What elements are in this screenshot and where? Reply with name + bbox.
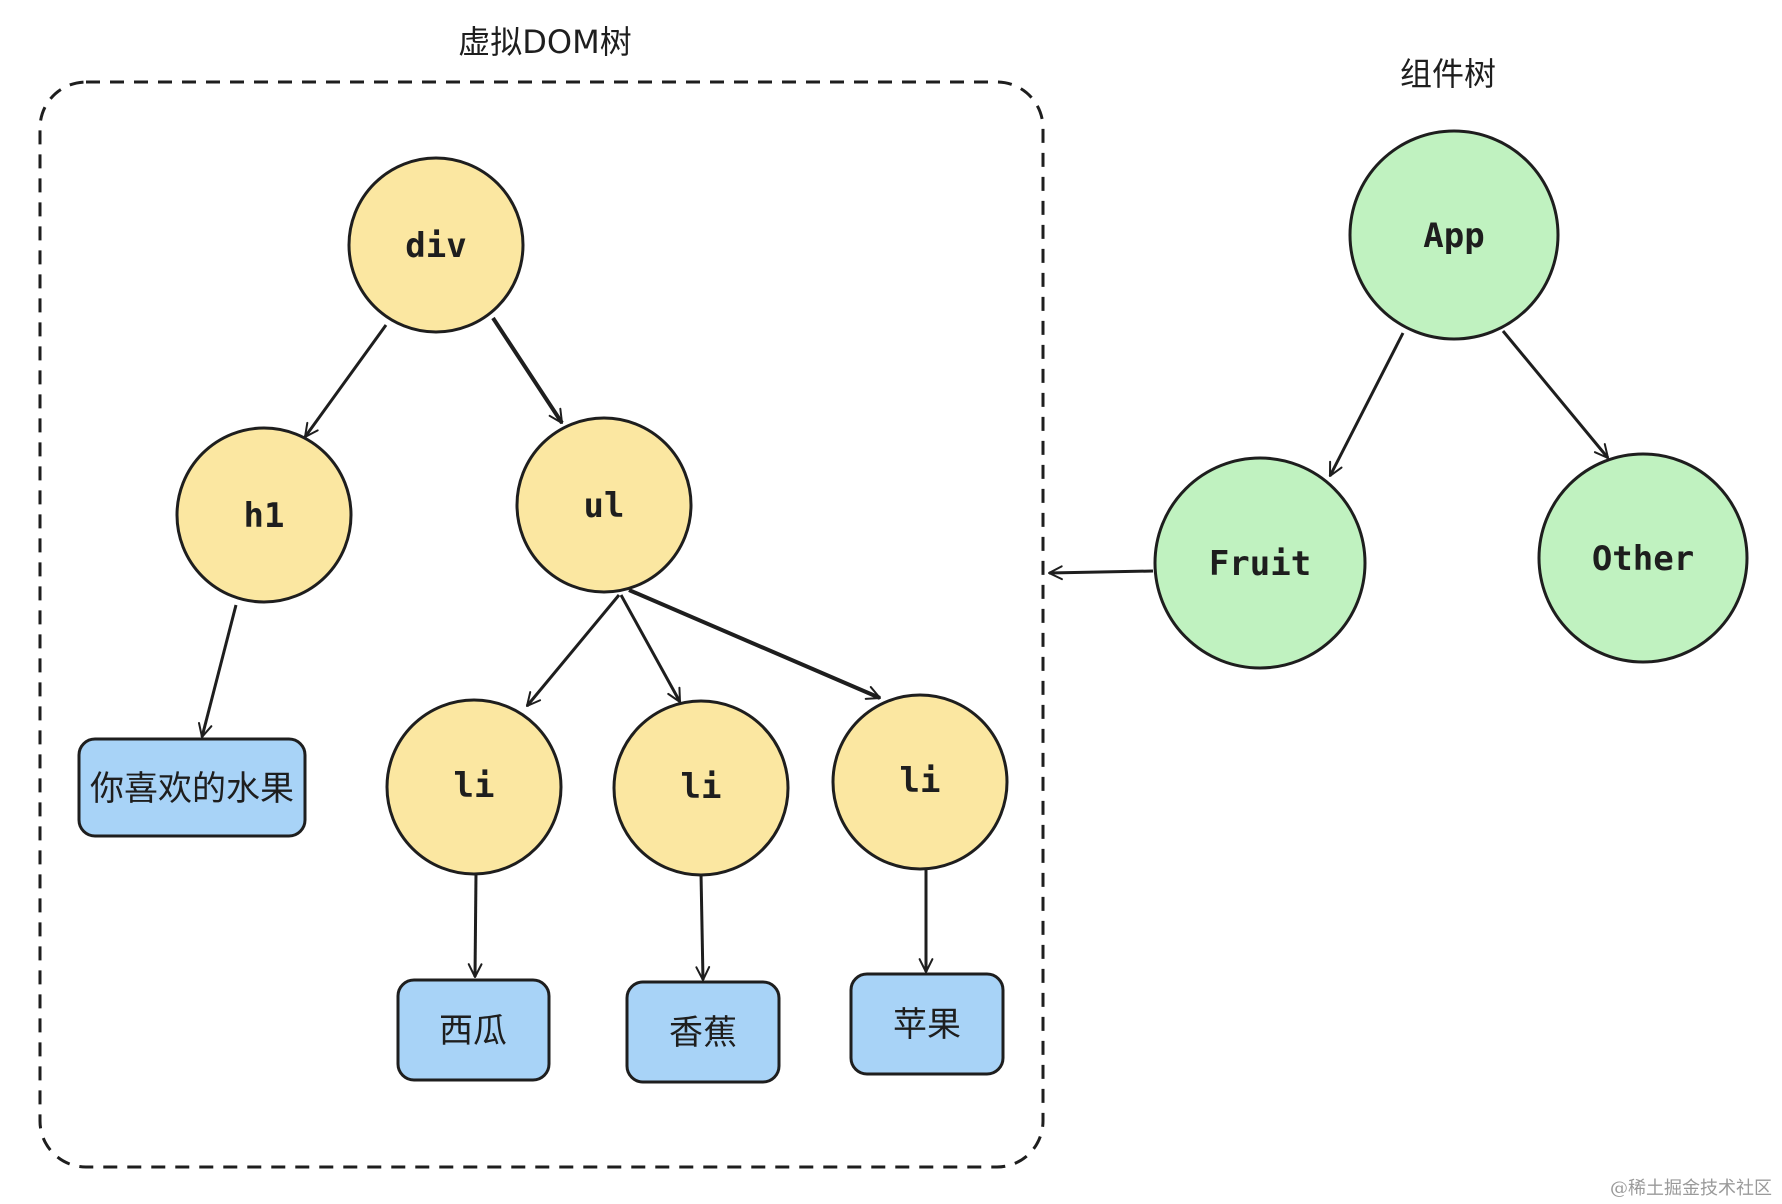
text-node-li-2: 香蕉 bbox=[625, 980, 781, 1084]
watermark: @稀土掘金技术社区 bbox=[1610, 1178, 1772, 1199]
edge-li1-text bbox=[467, 872, 483, 978]
svg-text:苹果: 苹果 bbox=[893, 1005, 961, 1045]
svg-text:西瓜: 西瓜 bbox=[439, 1011, 507, 1051]
svg-text:li: li bbox=[900, 761, 941, 801]
component-node-other: Other bbox=[1537, 452, 1749, 664]
edge-div-h1 bbox=[303, 324, 388, 438]
svg-text:li: li bbox=[454, 766, 495, 806]
node-div: div bbox=[347, 156, 525, 334]
svg-text:li: li bbox=[681, 767, 722, 807]
text-node-li-3: 苹果 bbox=[849, 972, 1005, 1076]
svg-text:ul: ul bbox=[584, 486, 625, 526]
component-node-app: App bbox=[1348, 129, 1560, 341]
svg-text:Other: Other bbox=[1592, 539, 1694, 579]
svg-text:你喜欢的水果: 你喜欢的水果 bbox=[90, 769, 294, 809]
edge-app-other bbox=[1501, 330, 1610, 459]
edge-ul-li1 bbox=[525, 594, 621, 707]
node-h1: h1 bbox=[175, 426, 353, 604]
svg-text:Fruit: Fruit bbox=[1209, 544, 1311, 584]
edge-ul-li3 bbox=[628, 588, 881, 700]
vdom-group-frame bbox=[38, 80, 1045, 1169]
text-node-h1: 你喜欢的水果 bbox=[77, 737, 307, 838]
vdom-title: 虚拟DOM树 bbox=[458, 23, 631, 61]
edge-h1-text bbox=[197, 604, 238, 738]
component-node-fruit: Fruit bbox=[1153, 456, 1367, 670]
text-node-li-1: 西瓜 bbox=[396, 978, 551, 1082]
svg-text:h1: h1 bbox=[244, 496, 285, 536]
node-li-1: li bbox=[385, 698, 563, 876]
edge-ul-li2 bbox=[619, 594, 682, 703]
node-ul: ul bbox=[515, 416, 693, 594]
component-tree-title: 组件树 bbox=[1400, 55, 1496, 93]
svg-text:App: App bbox=[1423, 216, 1484, 256]
edge-li2-text bbox=[695, 872, 711, 981]
edge-app-fruit bbox=[1328, 332, 1405, 477]
svg-text:div: div bbox=[405, 226, 466, 266]
svg-text:香蕉: 香蕉 bbox=[669, 1013, 737, 1053]
node-li-3: li bbox=[831, 693, 1009, 871]
edge-div-ul bbox=[491, 316, 564, 425]
node-li-2: li bbox=[612, 699, 790, 877]
edge-fruit-vdom bbox=[1048, 565, 1154, 581]
